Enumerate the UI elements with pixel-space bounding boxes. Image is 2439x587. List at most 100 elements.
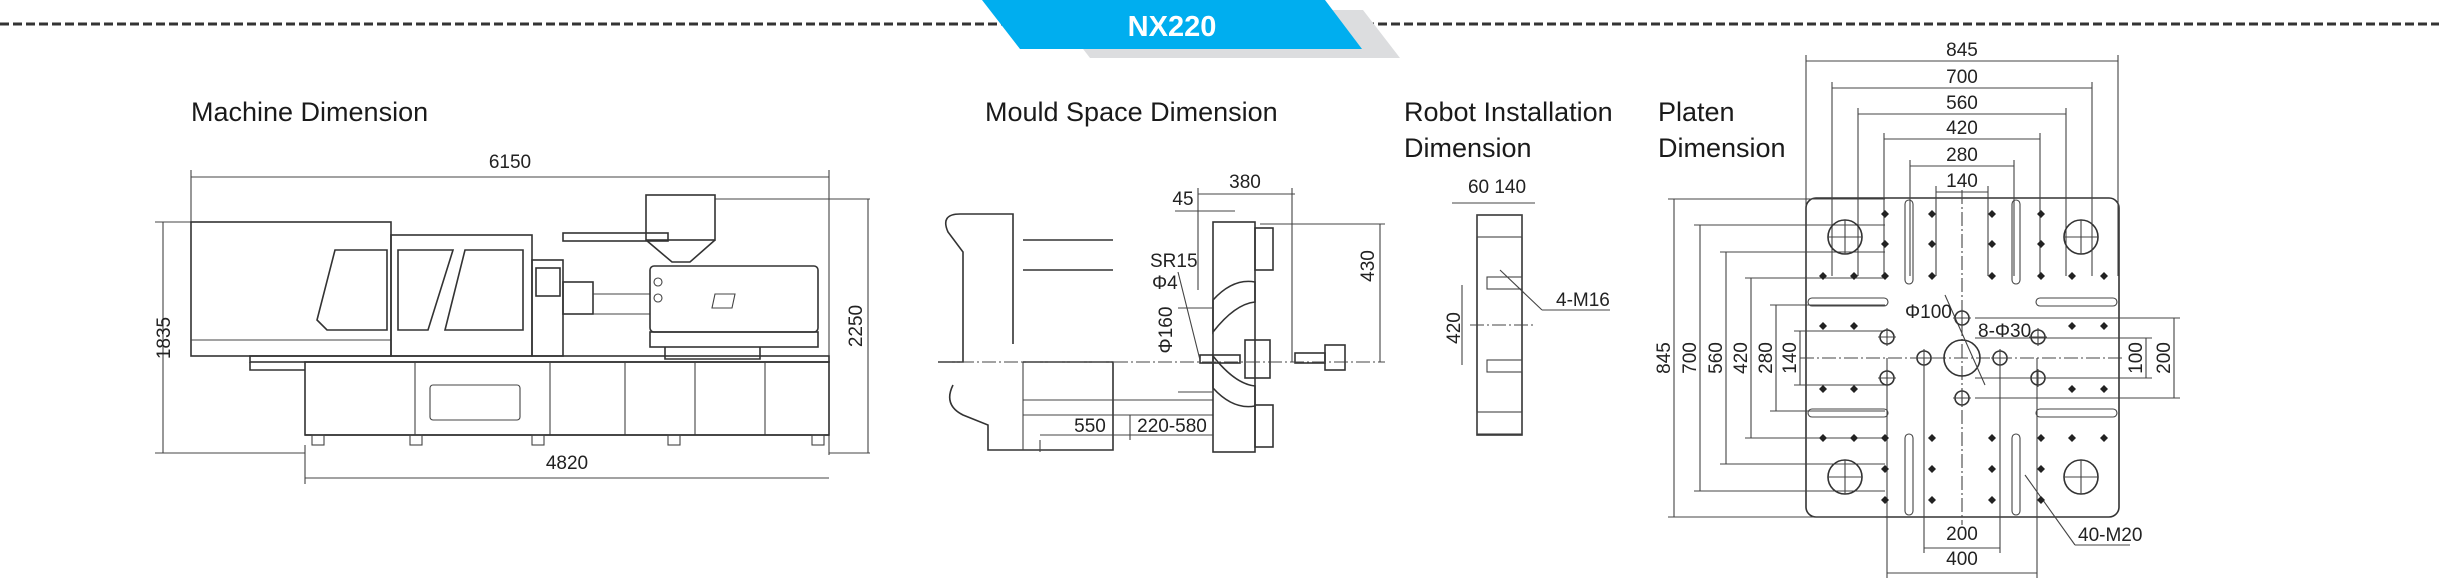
m20-hole [2037,465,2045,473]
label-phi4: Φ4 [1152,273,1178,294]
m20-hole [2037,434,2045,442]
m20-hole [2037,210,2045,218]
m20-hole [1850,385,1858,393]
center-hole [1943,339,1981,377]
m20-hole [2100,272,2108,280]
m20-hole [1988,210,1996,218]
dim-420: 420 [1444,312,1465,344]
left-dim-0: 845 [1654,342,1675,374]
t-slot [1807,408,1889,418]
m20-hole [1928,240,1936,248]
m20-hole [2068,272,2076,280]
left-dim-1: 700 [1680,342,1701,374]
m20-hole [1988,240,1996,248]
m20-hole [1850,322,1858,330]
robot-installation-section: Robot Installation Dimension 60 140 420 … [1404,97,1613,436]
bottom-dim-1: 400 [1946,549,1978,570]
bottom-dim-0: 200 [1946,524,1978,545]
t-slot [2011,199,2021,285]
m20-hole [2100,322,2108,330]
mould-space-section: Mould Space Dimension 380 45 430 SR15 Φ4 [938,97,1385,453]
dim-550: 550 [1074,416,1106,437]
model-name: NX220 [1128,11,1217,43]
m20-hole [1928,465,1936,473]
robot-installation-title-line1: Robot Installation [1404,97,1613,127]
label-40-m20: 40-M20 [2078,525,2142,546]
m20-hole [1988,465,1996,473]
m20-hole [1850,272,1858,280]
platen-title-line2: Dimension [1658,133,1786,163]
left-dim-4: 280 [1756,342,1777,374]
m20-hole [1881,240,1889,248]
mould-drawing: 380 45 430 SR15 Φ4 Φ160 550 220- [938,172,1385,453]
m20-hole [2068,385,2076,393]
t-slot [1904,433,1914,516]
top-dim-5: 140 [1946,171,1978,192]
t-slot [1807,297,1889,307]
label-phi100: Φ100 [1905,302,1952,323]
m20-hole [1819,385,1827,393]
robot-installation-title-line2: Dimension [1404,133,1532,163]
m20-hole [1819,434,1827,442]
top-dim-2: 560 [1946,93,1978,114]
top-dim-4: 280 [1946,145,1978,166]
machine-dimension-title: Machine Dimension [191,97,428,127]
t-slot [2035,408,2118,418]
m20-hole [1928,210,1936,218]
m20-hole [1928,434,1936,442]
m20-hole [1819,272,1827,280]
m20-hole [1928,272,1936,280]
mould-space-title: Mould Space Dimension [985,97,1278,127]
top-dim-0: 845 [1946,40,1978,61]
dim-380: 380 [1229,172,1261,193]
m20-hole [1881,272,1889,280]
m20-hole [1850,434,1858,442]
m20-hole [2037,272,2045,280]
m20-hole [1819,322,1827,330]
platen-section: Platen Dimension Φ100 8-Φ30 40-M20 84570… [1654,40,2180,578]
banner-ribbon [982,0,1362,49]
dim-45-label: 45 [1172,189,1193,210]
m20-hole [1881,465,1889,473]
top-dim-1: 700 [1946,67,1978,88]
m20-hole [2068,434,2076,442]
dim-base-length: 4820 [546,453,588,474]
m20-hole [2100,385,2108,393]
label-phi160: Φ160 [1156,307,1177,354]
m20-hole [1988,434,1996,442]
machine-dimension-section: Machine Dimension 6150 1835 2250 4820 [154,97,870,484]
m20-hole [2068,322,2076,330]
label-4-m16: 4-M16 [1556,290,1610,311]
dim-total-height: 2250 [846,305,867,347]
dim-220-580: 220-580 [1137,416,1207,437]
left-dim-5: 140 [1780,342,1801,374]
m20-hole [2037,496,2045,504]
m20-hole [1928,496,1936,504]
m20-hole [1881,210,1889,218]
t-slot [2011,433,2021,516]
top-dim-3: 420 [1946,118,1978,139]
dim-430: 430 [1358,250,1379,282]
dim-body-height: 1835 [154,317,175,359]
m20-hole [2100,434,2108,442]
right-dim-0: 100 [2126,342,2147,374]
left-dim-3: 420 [1731,342,1752,374]
dim-60-140: 60 140 [1468,177,1526,198]
left-dim-2: 560 [1706,342,1727,374]
dim-overall-length: 6150 [489,152,531,173]
m20-hole [1988,496,1996,504]
machine-drawing: 6150 1835 2250 4820 [154,152,870,484]
m20-hole [1881,496,1889,504]
label-8-phi30: 8-Φ30 [1978,321,2031,342]
t-slot [2035,297,2118,307]
m20-hole [1988,272,1996,280]
m20-hole [1881,434,1889,442]
m20-hole [2037,240,2045,248]
label-sr15: SR15 [1150,251,1198,272]
model-banner: NX220 [982,0,1400,58]
robot-drawing: 60 140 420 4-M16 [1444,177,1610,436]
platen-title-line1: Platen [1658,97,1735,127]
